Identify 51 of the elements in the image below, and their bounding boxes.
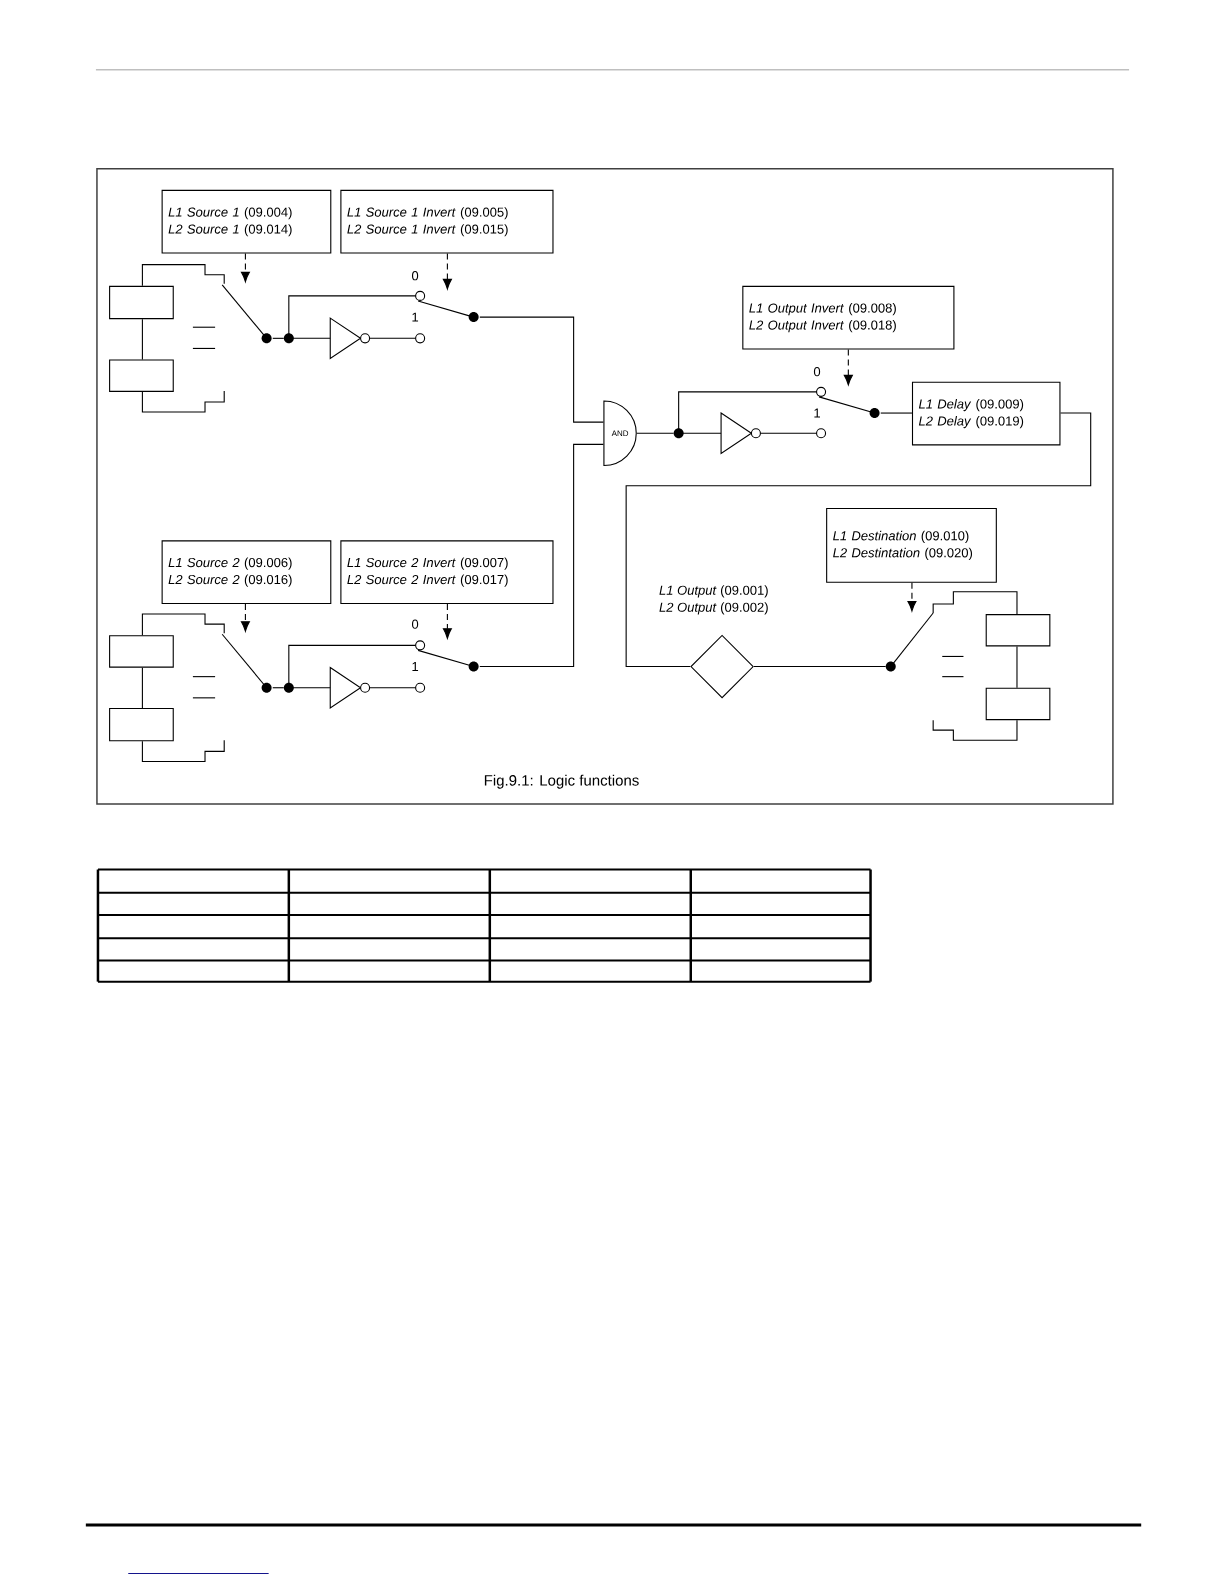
wire	[1016, 645, 1018, 689]
wire	[141, 667, 143, 709]
wire	[272, 337, 285, 339]
switch-position-label: 0	[411, 619, 419, 629]
wire	[141, 613, 225, 636]
empty-box	[109, 359, 174, 392]
wire	[141, 739, 225, 763]
dashed-arrow	[442, 603, 452, 639]
dashed-arrow	[442, 253, 452, 290]
wire	[753, 666, 887, 668]
empty-box	[109, 707, 174, 742]
invert-switch	[283, 640, 479, 709]
wire	[479, 443, 604, 668]
and-gate: AND	[603, 400, 637, 467]
parameter-box: L1 Source 1 Invert (09.005) L2 Source 1 Invert (09.015)	[340, 189, 554, 254]
wire	[932, 719, 1018, 741]
wire	[932, 591, 1018, 615]
wire	[625, 412, 1092, 668]
dashed-arrow	[240, 253, 250, 283]
empty-box	[985, 614, 1051, 647]
figure-caption: Fig.9.1: Logic functions	[484, 774, 639, 789]
empty-box	[109, 635, 174, 668]
switch-position-label: 0	[813, 367, 821, 377]
parameter-box: L1 Output Invert (09.008) L2 Output Invert (09.018)	[742, 285, 955, 350]
switch-position-label: 1	[813, 408, 821, 418]
selector-switch	[192, 633, 272, 699]
empty-box	[985, 687, 1051, 721]
selector-switch	[885, 612, 964, 678]
selector-switch	[192, 284, 272, 349]
parameter-box: L1 Source 1 (09.004) L2 Source 1 (09.014)	[161, 189, 332, 254]
wire	[141, 264, 225, 287]
output-diamond	[690, 634, 754, 699]
dashed-arrow	[843, 348, 853, 386]
switch-position-label: 0	[411, 271, 419, 281]
dashed-arrow	[240, 603, 250, 632]
wire	[479, 316, 604, 423]
wire	[141, 390, 225, 413]
empty-box	[109, 285, 174, 320]
invert-switch	[283, 290, 479, 360]
output-label: L1 Output (09.001) L2 Output (09.002)	[659, 585, 768, 615]
parameter-box: L1 Source 2 (09.006) L2 Source 2 (09.016)	[161, 540, 332, 604]
wire	[636, 432, 675, 434]
switch-position-label: 1	[411, 312, 419, 322]
dashed-arrow	[907, 582, 917, 612]
wire	[272, 687, 285, 689]
parameter-box: L1 Destination (09.010) L2 Destintation (09.020)	[826, 507, 997, 583]
parameter-box: L1 Source 2 Invert (09.007) L2 Source 2 Invert (09.017)	[340, 540, 554, 604]
wire	[141, 318, 143, 361]
switch-position-label: 1	[411, 662, 419, 671]
wire	[880, 412, 913, 414]
parameter-box: L1 Delay (09.009) L2 Delay (09.019)	[911, 381, 1061, 446]
